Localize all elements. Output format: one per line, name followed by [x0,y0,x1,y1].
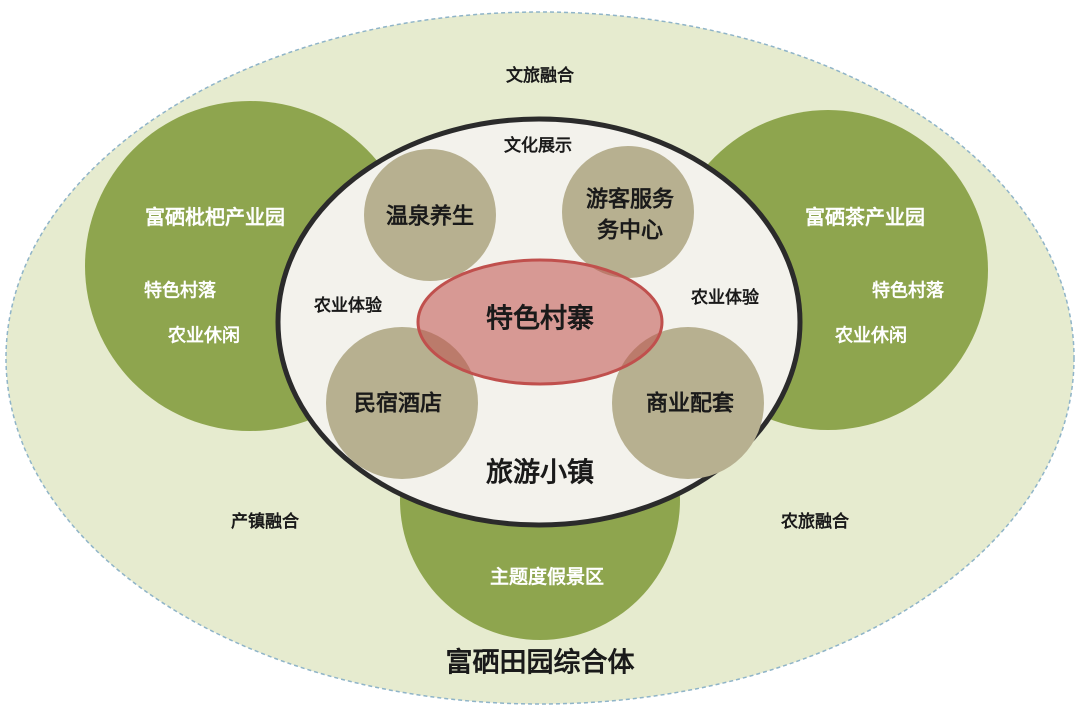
node-homestay [326,327,478,479]
node-label: 游客服务 [586,187,675,213]
node-label: 务中心 [597,219,663,244]
node-hot-spring [364,149,496,281]
node-label: 温泉养生 [386,204,474,230]
right-circle-title: 富硒茶产业园 [805,205,925,229]
label-agri-tourism: 农旅融合 [780,511,850,532]
node-label: 商业配套 [646,391,734,417]
label-agri-experience-left: 农业体验 [313,295,383,316]
town-title: 旅游小镇 [486,457,594,489]
right-circle-item: 特色村落 [872,280,945,302]
node-commerce [612,327,764,479]
left-circle-item: 特色村落 [144,280,217,302]
left-circle-item: 农业休闲 [167,325,240,347]
label-agri-experience-right: 农业体验 [690,287,760,308]
node-visitor-center [562,146,694,278]
bottom-circle-title: 主题度假景区 [490,565,604,588]
center-label: 特色村寨 [486,303,594,335]
diagram-title: 富硒田园综合体 [446,647,636,679]
label-culture-tourism: 文旅融合 [506,65,575,86]
label-culture-display: 文化展示 [504,135,572,156]
node-label: 民宿酒店 [354,391,442,417]
center-ellipse [416,258,664,386]
label-industry-town: 产镇融合 [231,511,300,532]
left-circle-title: 富硒枇杷产业园 [145,205,285,229]
right-circle-item: 农业休闲 [834,325,907,347]
